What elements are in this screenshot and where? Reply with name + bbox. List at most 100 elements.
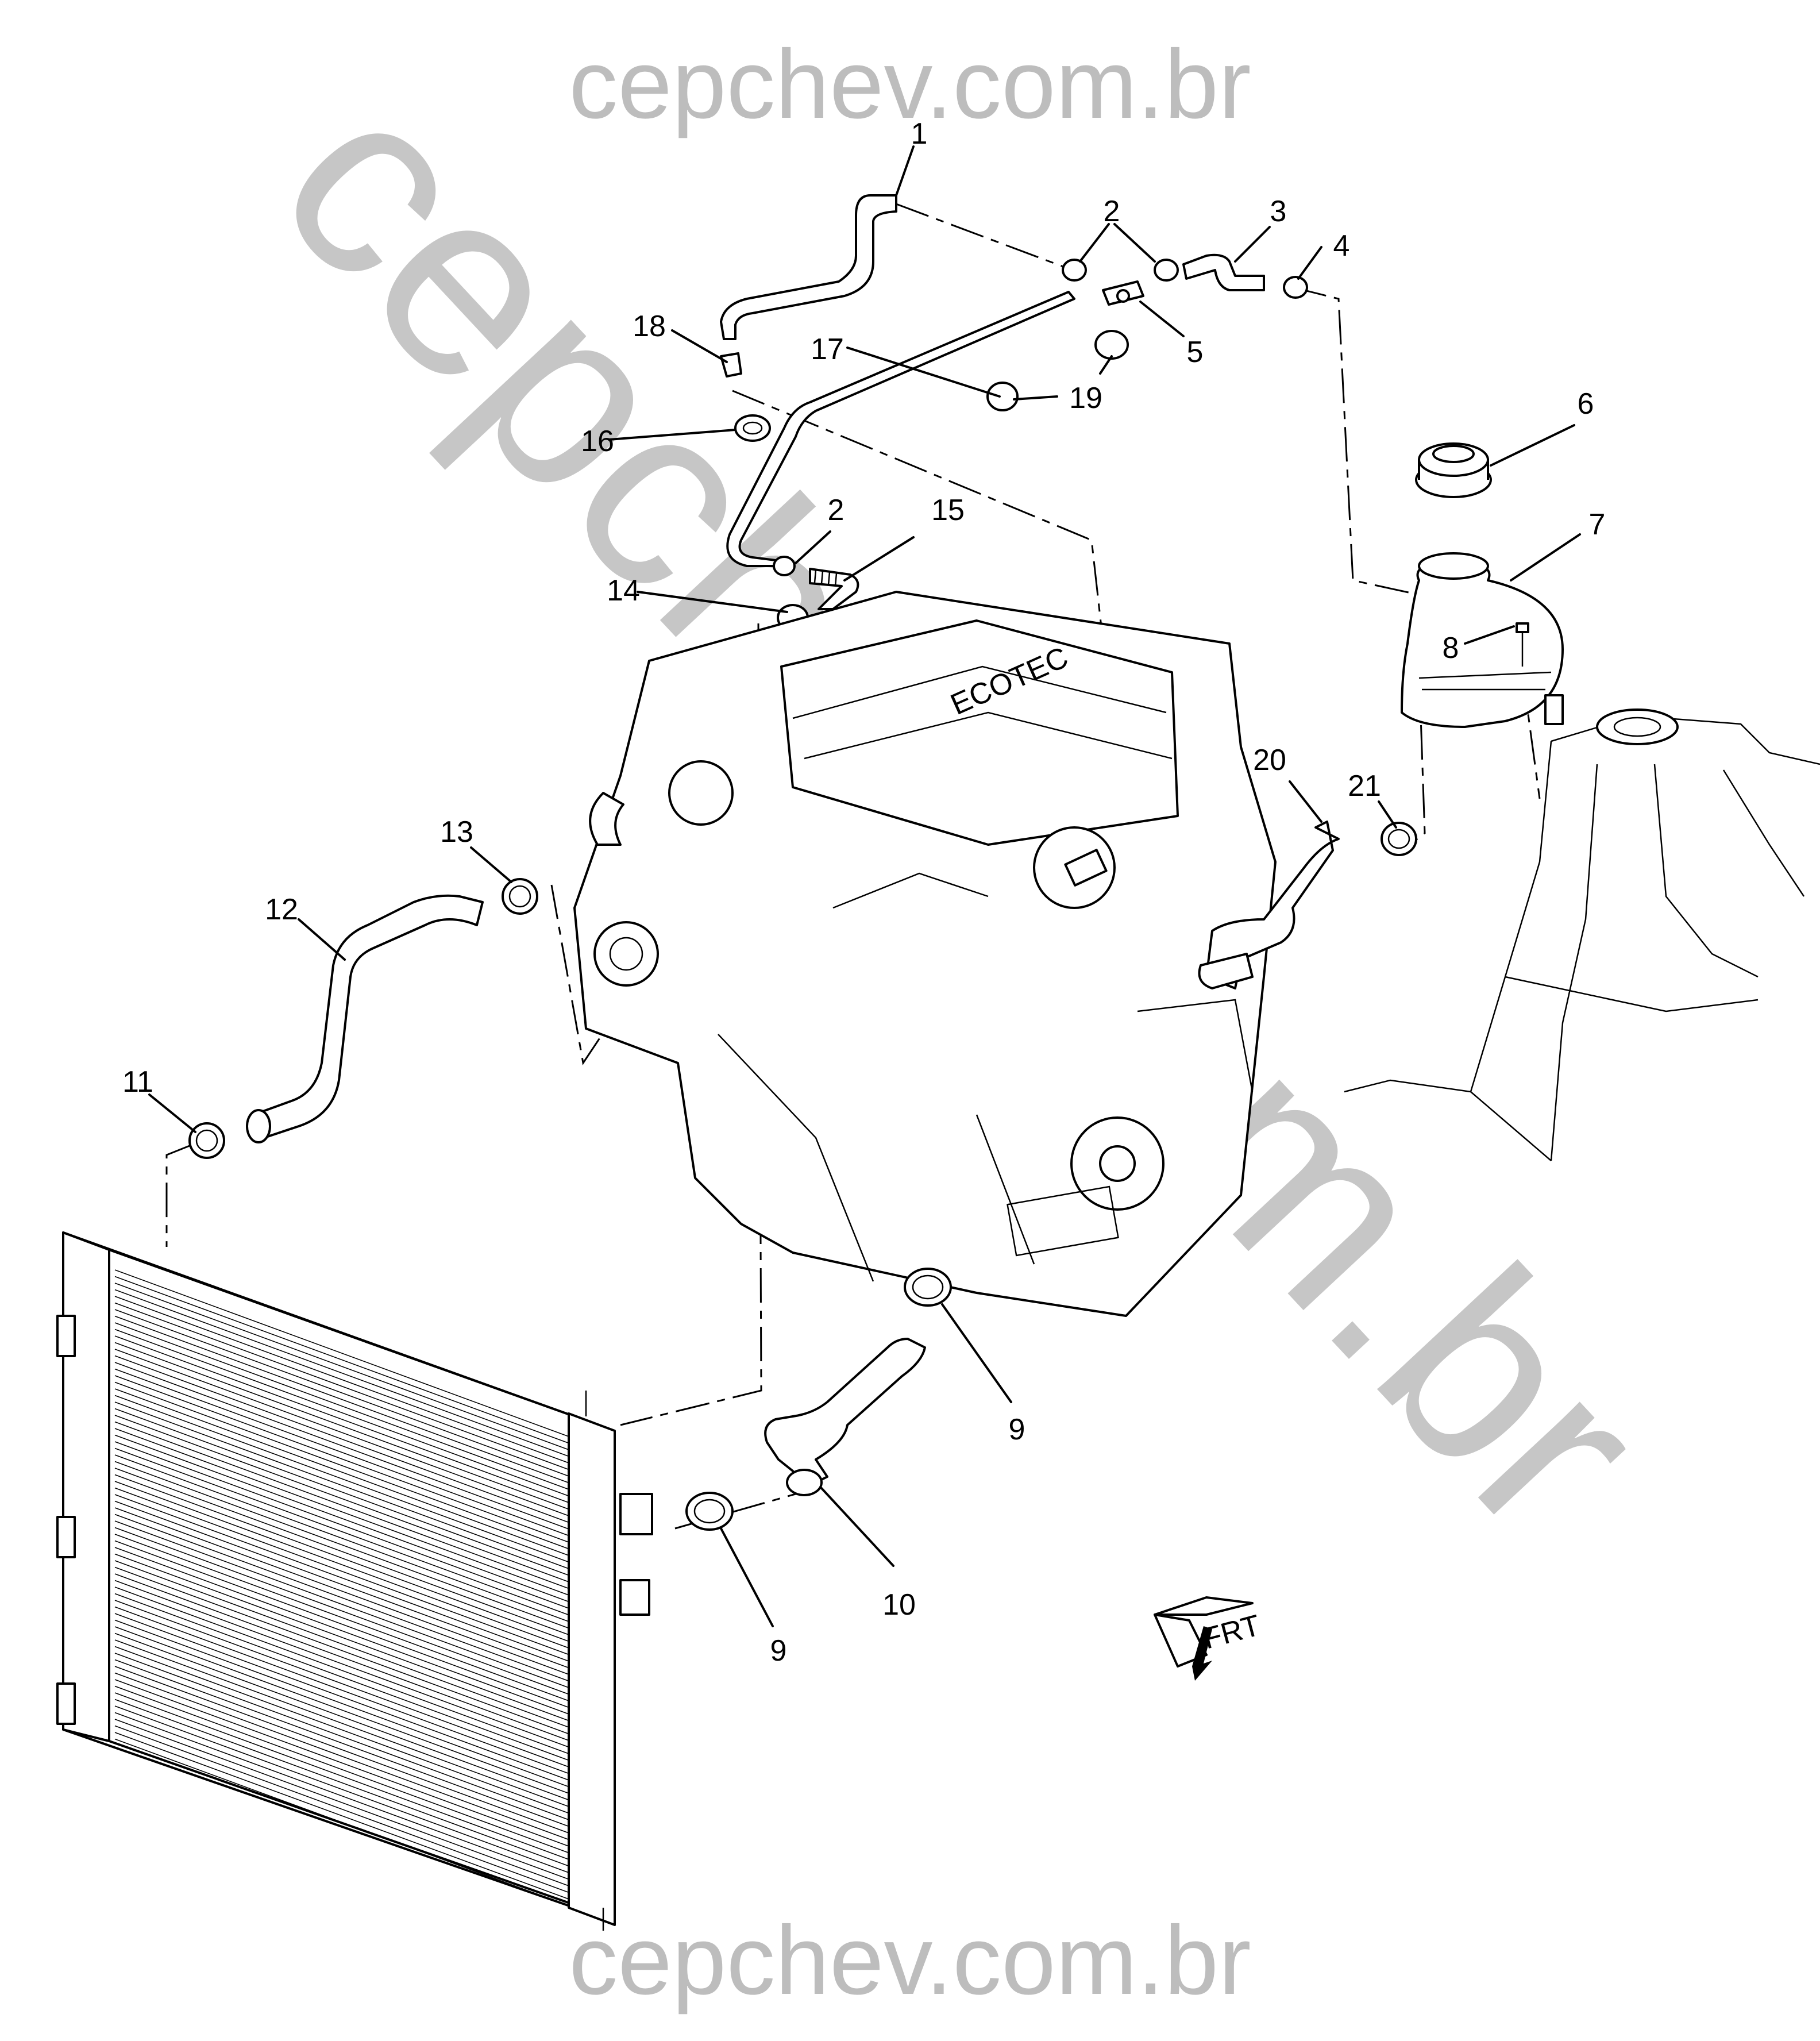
callout-18: 18 <box>633 310 666 343</box>
radiator-fin <box>114 1349 569 1516</box>
callout-13: 13 <box>440 815 473 849</box>
radiator-fin <box>114 1447 569 1616</box>
clamp-11 <box>188 1122 225 1159</box>
radiator-fin <box>114 1732 569 1900</box>
callout-11: 11 <box>122 1065 153 1099</box>
clamp-13 <box>502 878 538 915</box>
radiator-fin <box>114 1580 569 1748</box>
radiator-fin <box>114 1468 569 1635</box>
radiator-fin <box>114 1381 569 1550</box>
radiator-fin <box>114 1487 569 1655</box>
callout-15: 15 <box>931 494 965 527</box>
radiator-fin <box>114 1699 569 1867</box>
radiator-fin <box>114 1342 569 1510</box>
radiator-fin <box>114 1679 569 1847</box>
front-direction-indicator: FRT <box>1154 1596 1264 1681</box>
radiator-fin <box>114 1441 569 1609</box>
radiator-fin <box>114 1454 569 1622</box>
radiator-fin <box>114 1639 569 1807</box>
radiator-fin <box>114 1672 569 1840</box>
radiator-fin <box>114 1600 569 1767</box>
radiator-fin <box>114 1659 569 1827</box>
radiator-fin <box>114 1626 569 1794</box>
radiator-fin <box>114 1566 569 1735</box>
radiator-fin <box>114 1461 569 1629</box>
radiator-fin <box>114 1500 569 1669</box>
radiator-fin <box>114 1335 569 1503</box>
radiator-fin <box>114 1415 569 1582</box>
radiator <box>56 1231 653 1931</box>
radiator-fin <box>114 1534 569 1701</box>
radiator-fin <box>114 1619 569 1788</box>
callout-6: 6 <box>1578 387 1594 421</box>
frt-label: FRT <box>1200 1609 1264 1656</box>
radiator-fin <box>114 1388 569 1556</box>
radiator-fin <box>114 1685 569 1854</box>
watermark-bottom: cepchev.com.br <box>569 1906 1251 2015</box>
radiator-fin <box>114 1653 569 1820</box>
clamp-18 <box>720 352 742 378</box>
callout-7: 7 <box>1589 508 1606 541</box>
callout-9: 9 <box>770 1634 787 1668</box>
radiator-fin <box>114 1692 569 1860</box>
clamp-9-lower <box>685 1492 734 1531</box>
hose-10 <box>764 1338 926 1496</box>
callout-12: 12 <box>265 893 298 926</box>
callouts: 1 2 2 3 4 5 6 7 8 9 9 10 11 12 13 14 15 … <box>122 117 1605 1668</box>
radiator-fin <box>114 1520 569 1688</box>
clamp-21 <box>1381 822 1417 856</box>
radiator-fin <box>114 1302 569 1470</box>
radiator-fin <box>114 1540 569 1708</box>
radiator-fin <box>114 1632 569 1801</box>
radiator-fin <box>114 1395 569 1563</box>
callout-5: 5 <box>1187 336 1204 369</box>
callout-1: 1 <box>911 117 928 151</box>
radiator-fin <box>114 1474 569 1642</box>
bolt-8 <box>1516 622 1529 667</box>
callout-16: 16 <box>581 425 614 458</box>
radiator-fin <box>114 1276 569 1444</box>
hose-3 <box>1182 253 1265 291</box>
hose-1 <box>720 194 897 340</box>
callout-19: 19 <box>1069 382 1102 415</box>
radiator-fin <box>114 1289 569 1457</box>
clamp-9-upper <box>904 1268 952 1307</box>
pipe-17 <box>726 291 1075 567</box>
radiator-fin <box>114 1362 569 1530</box>
connector-5 <box>1102 280 1144 306</box>
radiator-fin <box>114 1719 569 1886</box>
radiator-fin <box>114 1355 569 1523</box>
callout-10: 10 <box>882 1588 916 1622</box>
callout-21: 21 <box>1348 769 1381 803</box>
clamp-4 <box>1283 276 1308 299</box>
hose-20 <box>1198 821 1340 989</box>
radiator-fin <box>114 1712 569 1880</box>
radiator-fin <box>114 1547 569 1715</box>
radiator-fin <box>114 1309 569 1477</box>
radiator-fin <box>114 1586 569 1754</box>
radiator-fin <box>114 1646 569 1814</box>
radiator-fin <box>114 1613 569 1781</box>
clamp-2-lower <box>773 556 796 576</box>
callout-3: 3 <box>1270 195 1287 228</box>
clamp-19 <box>986 330 1129 411</box>
radiator-fin <box>114 1401 569 1569</box>
radiator-fin <box>114 1283 569 1450</box>
radiator-fin <box>114 1296 569 1464</box>
engine-assembly: ECOTEC <box>573 591 1277 1317</box>
coolant-cap-6 <box>1415 442 1492 498</box>
body-strut-tower <box>1344 708 1820 1161</box>
callout-20: 20 <box>1253 744 1286 777</box>
radiator-fin <box>114 1527 569 1695</box>
radiator-fin <box>114 1738 569 1907</box>
callout-14: 14 <box>607 574 640 607</box>
radiator-fin <box>114 1269 569 1437</box>
radiator-fin <box>114 1494 569 1662</box>
watermark-top: cepchev.com.br <box>569 30 1251 139</box>
callout-2: 2 <box>828 494 845 527</box>
radiator-fin <box>114 1368 569 1536</box>
radiator-fins <box>114 1269 569 1907</box>
radiator-fin <box>114 1514 569 1682</box>
radiator-fin <box>114 1553 569 1722</box>
